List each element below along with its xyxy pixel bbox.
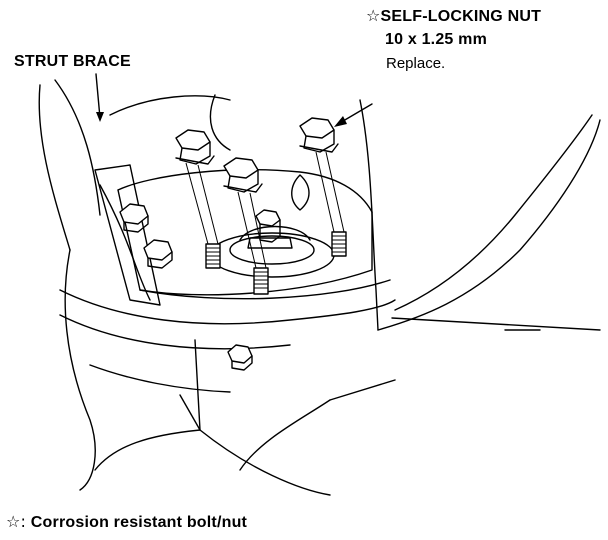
mount-stud-right — [331, 231, 347, 257]
star-outline-icon: ☆ — [366, 6, 381, 25]
strut-brace-leader — [95, 73, 104, 122]
strut-brace-bar — [59, 164, 396, 496]
mount-stud-left — [205, 243, 221, 269]
self-locking-nut-2 — [223, 157, 267, 269]
nut-note: Replace. — [386, 55, 446, 72]
brace-bolt-upper — [119, 203, 149, 233]
nut-title-line: ☆SELF-LOCKING NUT — [366, 8, 541, 25]
leader-arrow-icon — [334, 103, 373, 127]
nut-title: SELF-LOCKING NUT — [380, 8, 542, 25]
mount-stud-center — [253, 267, 269, 295]
legend: ☆: Corrosion resistant bolt/nut — [6, 514, 247, 531]
body-panels — [38, 79, 601, 491]
strut-brace-label: STRUT BRACE — [14, 53, 131, 70]
self-locking-nut-3 — [299, 117, 345, 233]
strut-tower — [117, 169, 391, 300]
legend-text: Corrosion resistant bolt/nut — [30, 514, 248, 531]
brace-bolt-lower — [143, 239, 173, 269]
self-locking-nut-1 — [175, 129, 219, 245]
nut-size: 10 x 1.25 mm — [385, 31, 488, 48]
legend-star-icon: ☆: — [6, 512, 27, 531]
body-bolt — [227, 344, 253, 371]
strut-rod-nut — [247, 209, 293, 249]
